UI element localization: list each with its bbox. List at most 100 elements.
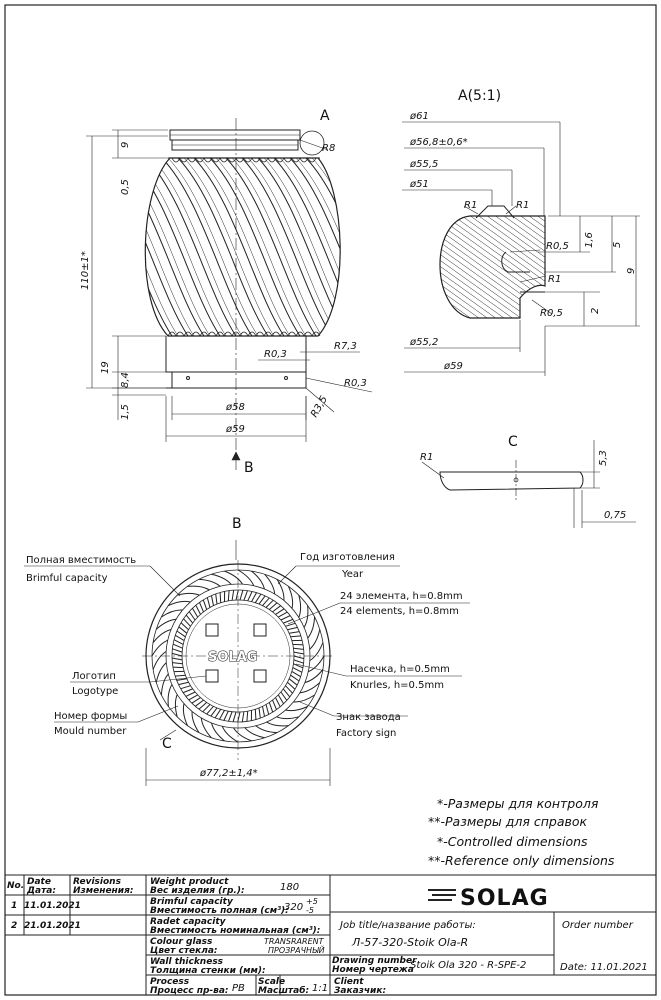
hatch-line (440, 216, 545, 263)
hatch-line (440, 216, 545, 299)
detail-c-mark: C (162, 736, 172, 752)
knurl-line (178, 681, 189, 686)
scallop-top (243, 157, 253, 163)
rib-line (177, 158, 269, 336)
hatch-line (440, 216, 545, 281)
hatch-line (440, 257, 545, 318)
rib-line (167, 158, 259, 336)
jar-front-view (18, 118, 341, 452)
rib-line (273, 158, 341, 336)
scallop-bottom (175, 331, 185, 337)
note-1: *-Размеры для контроля (437, 796, 599, 811)
twist-rib (187, 585, 210, 591)
scallop-top (211, 157, 221, 163)
scallop-bottom (271, 331, 281, 337)
tb-brimful-tol-plus: +5 (306, 897, 318, 906)
rib-line (145, 158, 189, 336)
knurl-line (241, 711, 245, 722)
tb-brimful-en: Brimful capacity (150, 897, 234, 907)
scallop-top (235, 157, 245, 163)
detail-c-dimension-text: R1 5,3 0,75 (420, 450, 626, 521)
dim-d58: ø58 (225, 402, 245, 413)
knurl-line (227, 590, 230, 601)
title-block-text: No. Date Дата: Revisions Изменения: 1 11… (7, 877, 648, 996)
knurl-line (172, 648, 183, 653)
twist-rib (293, 694, 315, 703)
solag-logo-mark-icon (428, 889, 456, 901)
hatch-line (420, 336, 560, 436)
twist-rib (191, 711, 200, 733)
twist-rib (233, 727, 252, 742)
dim-d59: ø59 (225, 424, 245, 435)
dim-a-1-6: 1,6 (584, 232, 595, 248)
twist-rib (298, 595, 302, 618)
tb-weight-en: Weight product (150, 877, 229, 887)
knurl-line (282, 688, 291, 698)
tb-head-rev-ru: Изменения: (73, 886, 133, 896)
dim-a-r1-b: R1 (516, 200, 529, 211)
twist-rib (174, 694, 178, 717)
scallop-top (179, 157, 189, 163)
detail-c-title: C (508, 434, 518, 450)
twist-rib (266, 721, 289, 727)
scallop-bottom (239, 331, 249, 337)
tb-weight-value: 180 (280, 882, 299, 893)
knurl-line (214, 709, 222, 719)
bottom-view-leaders (24, 565, 470, 786)
twist-rib (200, 717, 212, 739)
knurl-line (172, 643, 183, 649)
scallop-top (275, 157, 285, 163)
tb-process-en: Process (150, 977, 190, 987)
knurl-line (254, 593, 262, 603)
twist-rib (276, 716, 299, 720)
tb-order-number-label: Order number (562, 920, 634, 931)
twist-rib (167, 684, 173, 707)
label-year-ru: Год изготовления (300, 552, 395, 563)
knurl-line (247, 591, 253, 602)
hatch-line (440, 221, 545, 318)
knurl-line (254, 709, 257, 720)
knurl-line (285, 685, 293, 694)
knurl-line (287, 681, 296, 690)
dim-a-d56-8: ø56,8±0,6* (409, 137, 468, 148)
rib-line (151, 158, 243, 336)
knurl-line (199, 602, 204, 613)
hatch-line (420, 108, 560, 208)
hatch-line (440, 216, 545, 245)
tb-drawing-number-en: Drawing number (332, 956, 417, 966)
dim-a-d61: ø61 (409, 111, 429, 122)
knurl-line (265, 704, 270, 715)
note-3: *-Controlled dimensions (437, 834, 588, 849)
tb-client-en: Client (334, 977, 364, 987)
rib-line (241, 158, 333, 336)
rib-line (145, 158, 173, 336)
tb-colour-en: Colour glass (150, 937, 213, 947)
label-knurl-ru: Насечка, h=0.5mm (350, 664, 450, 675)
rib-line (247, 158, 339, 336)
dim-d77-2: ø77,2±1,4* (199, 768, 258, 779)
knurl-line (188, 694, 198, 701)
knurl-line (268, 702, 274, 713)
tb-drawing-number-ru: Номер чертежа (332, 965, 414, 975)
twist-rib (160, 673, 169, 696)
tb-radet-en: Radet capacity (150, 917, 227, 927)
rib-line (145, 158, 157, 336)
dim-r0-3-a: R0,3 (264, 349, 287, 360)
hatch-line (440, 293, 545, 318)
tb-brand: SOLAG (460, 886, 549, 911)
rib-line (321, 158, 341, 336)
rib-line (257, 158, 341, 336)
tb-wall-ru: Толщина стенки (мм): (150, 966, 266, 976)
twist-rib (303, 605, 309, 628)
rib-line (18, 158, 108, 336)
scallop-top (291, 157, 301, 163)
tb-rev2-no: 2 (11, 921, 17, 931)
rib-line (183, 158, 275, 336)
dim-1-5: 1,5 (120, 404, 131, 420)
dim-0-5: 0,5 (120, 179, 131, 195)
twist-rib (237, 569, 255, 586)
knurl-line (202, 704, 211, 713)
knurl-line (228, 711, 233, 722)
hatch-line (440, 216, 545, 257)
